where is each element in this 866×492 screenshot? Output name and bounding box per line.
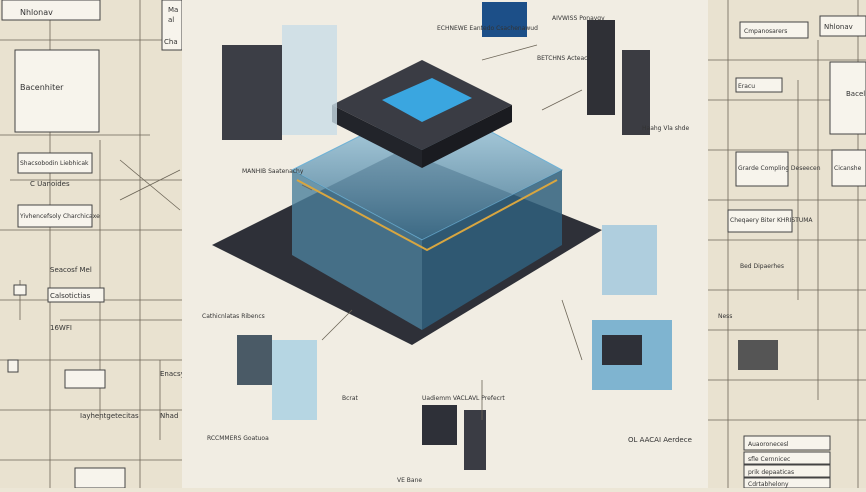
label: Cdrtabhelony [748,481,789,488]
label: Haahg Vla shde [642,125,689,132]
glass-side [292,170,422,330]
label-box [739,21,809,39]
label: Uadiemm VACLAVL Prefecrt [422,395,505,402]
rack-icon [738,340,778,370]
right-schematic-panel: Cmpanosarers Nhlonav Eracu Bacel Grarde … [708,0,866,489]
glass-side [422,170,562,330]
label: prik depaaticas [748,469,794,476]
label: Nhlonav [824,23,853,31]
component-box [64,369,106,389]
label: Bacenhiter [20,83,64,92]
isometric-computer-illustration: MANHIB Saatenachy ECHNEWE Eantedo Csache… [202,2,692,484]
label-box [727,209,793,233]
label: RCCMMERS Goatuoa [207,435,269,442]
label-box [743,451,831,465]
label: Yivhencefsoly Charchicaxe [19,213,100,220]
label: AIVWISS Ponaygy [552,15,605,22]
label: Enacsy [160,370,182,378]
server-rack [222,45,282,140]
label: Ness [718,313,732,320]
label: MANHIB Saatenachy [242,168,304,175]
label-box [829,61,866,135]
top-unit-side [422,105,512,168]
label-box [47,287,105,303]
component-box [74,467,126,489]
label: C Uanoides [30,180,70,188]
workstation [237,335,272,385]
tower [587,20,615,115]
center-illustration-panel: MANHIB Saatenachy ECHNEWE Eantedo Csache… [182,0,708,488]
right-schematic: Cmpanosarers Nhlonav Eracu Bacel Grarde … [708,0,866,489]
label: ECHNEWE Eantedo Csachenawud [437,25,538,32]
left-schematic-panel: Nhlonav Bacenhiter Shacsobodin Liebhicak… [0,0,185,489]
label: Seacosf Mel [50,266,92,274]
label: BETCHNS Acteach [537,55,591,62]
label: Ma [168,6,178,14]
label-box [735,77,783,93]
label-box [743,435,831,451]
label-box [17,152,93,174]
label: Shacsobodin Liebhicak [20,160,89,167]
label: Bacel [846,90,865,98]
label: Auaoronecesl [748,441,789,448]
label: Calsotictias [50,292,91,300]
glass-enclosure [282,25,337,135]
label: VE Bane [397,477,422,484]
label-box [831,149,866,187]
label: al [168,16,174,24]
screen [382,78,472,122]
left-schematic: Nhlonav Bacenhiter Shacsobodin Liebhicak… [0,0,185,489]
label: OL AACAI Aerdece [628,436,692,444]
pc-tower [464,410,486,470]
monitor [482,2,527,37]
accent-line [296,179,558,252]
label: Nhad [160,412,178,420]
label: sfle Cernnicec [748,456,790,463]
component-box [7,359,19,373]
label: Iayhentgetecitas [80,412,139,420]
label: Cheqaery Biter KHRISTUMA [730,217,813,224]
top-unit-side [332,105,422,168]
label-box [819,15,866,37]
label: 16WFI [50,324,72,332]
label: Cha [164,38,178,46]
label: Eracu [738,83,755,90]
tower [622,50,650,135]
label-box [735,151,789,187]
cabinet [602,225,657,295]
label-box [743,464,831,478]
label: Nhlonav [20,8,53,17]
label: Cmpanosarers [744,28,787,35]
label-box [1,0,101,21]
pc-monitor [422,405,457,445]
workstation-enclosure [272,340,317,420]
label-box [14,49,100,133]
label: Bcrat [342,395,359,402]
label: Grarde Compling Deseecen [738,165,821,172]
label: Cathicnlatas Ribencs [202,313,265,320]
server-cabinet-panel [602,335,642,365]
label-box [17,204,93,228]
component-box [13,284,27,296]
label: Bed Dipaerhes [740,263,784,270]
label: Cicanshe [834,165,862,172]
